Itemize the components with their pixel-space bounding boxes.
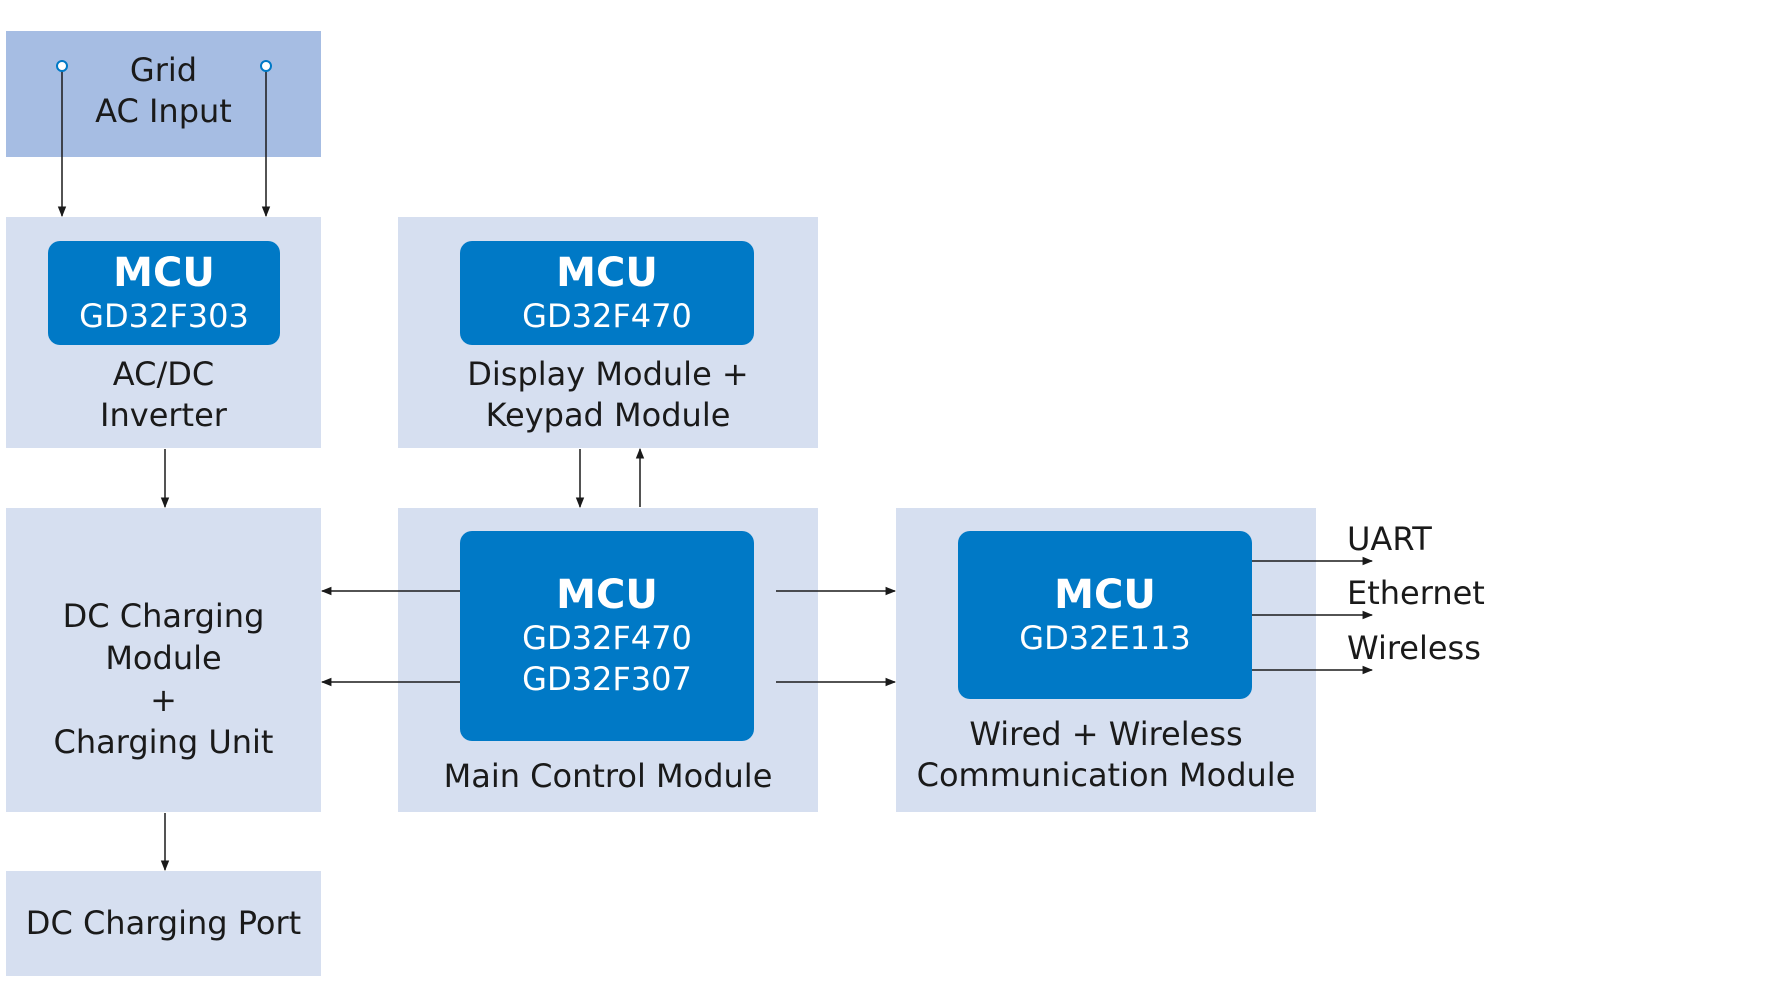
grid-ac-input-label: Grid AC Input xyxy=(6,50,321,132)
display-mcu-box: MCU GD32F470 xyxy=(460,241,754,345)
dc-charging-line4: Charging Unit xyxy=(53,723,274,761)
acdc-mcu-chip: GD32F303 xyxy=(79,296,249,335)
dc-charging-line2: Module xyxy=(105,639,222,677)
acdc-label-line1: AC/DC xyxy=(112,355,215,393)
comm-mcu-chip: GD32E113 xyxy=(1019,618,1191,657)
display-mcu-chip: GD32F470 xyxy=(522,296,692,335)
main-mcu-chip2: GD32F307 xyxy=(522,660,692,698)
comm-label-line1: Wired + Wireless xyxy=(969,715,1243,753)
display-label-line2: Keypad Module xyxy=(485,396,731,434)
comm-mcu-title: MCU xyxy=(1054,571,1156,618)
grid-label-line1: Grid xyxy=(129,51,198,89)
acdc-mcu-box: MCU GD32F303 xyxy=(48,241,280,345)
dc-charging-module-block xyxy=(6,508,321,812)
dc-charging-port-block xyxy=(6,871,321,976)
dc-charging-line1: DC Charging xyxy=(62,597,265,635)
dc-charging-port-label: DC Charging Port xyxy=(25,904,302,942)
acdc-label-line2: Inverter xyxy=(100,396,227,434)
main-control-label: Main Control Module xyxy=(443,757,773,795)
uart-label: UART xyxy=(1347,520,1432,558)
ethernet-label: Ethernet xyxy=(1347,574,1485,612)
main-mcu-title: MCU xyxy=(556,572,658,618)
comm-module-label: Wired + Wireless Communication Module xyxy=(896,714,1316,796)
acdc-mcu-title: MCU xyxy=(113,249,215,296)
display-keypad-label: Display Module + Keypad Module xyxy=(398,354,818,436)
wireless-label: Wireless xyxy=(1347,629,1481,667)
comm-mcu-box: MCU GD32E113 xyxy=(958,531,1252,699)
display-label-line1: Display Module + xyxy=(467,355,749,393)
comm-label-line2: Communication Module xyxy=(916,756,1296,794)
display-mcu-title: MCU xyxy=(556,249,658,296)
grid-label-line2: AC Input xyxy=(95,92,232,130)
main-mcu-chip1: GD32F470 xyxy=(522,619,692,657)
main-control-mcu-box: MCU GD32F470 GD32F307 xyxy=(460,531,754,741)
grid-ac-input-block xyxy=(6,31,321,157)
acdc-inverter-label: AC/DC Inverter xyxy=(6,354,321,436)
dc-charging-line3: + xyxy=(150,681,177,719)
dc-charging-module-label: DC Charging Module + Charging Unit xyxy=(6,595,321,763)
